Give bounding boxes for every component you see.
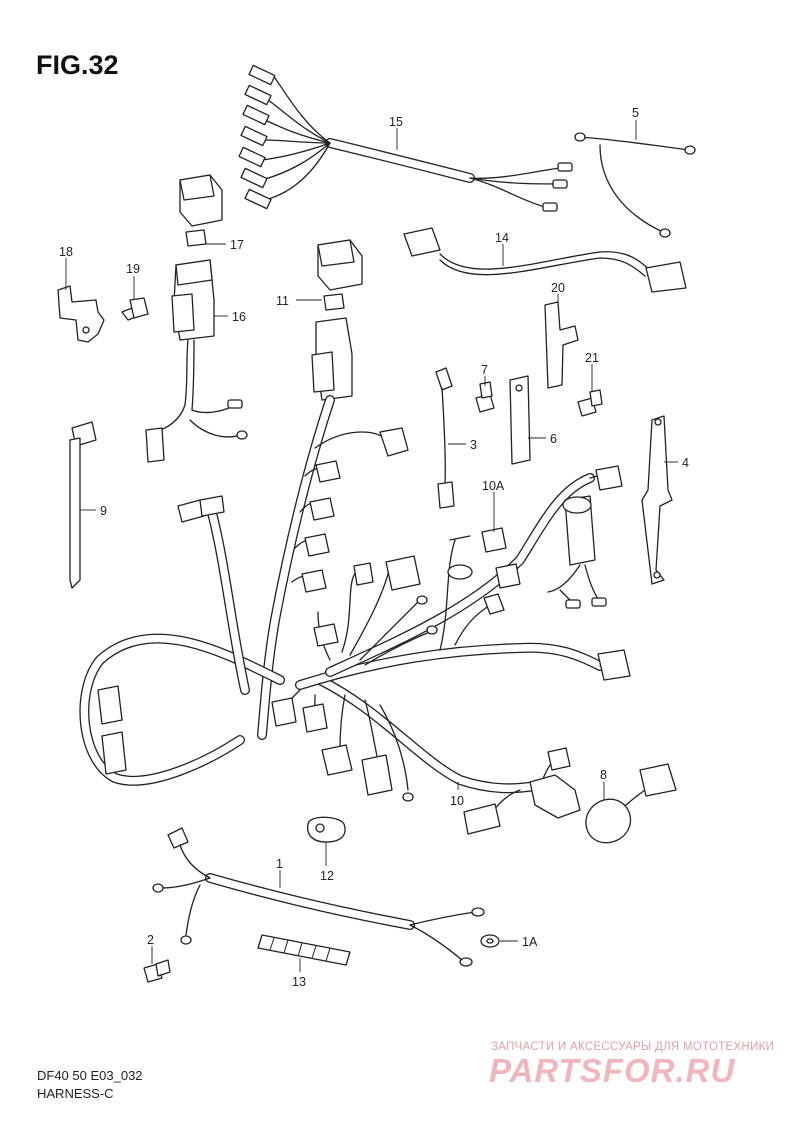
callout-14: 14 [495, 231, 509, 245]
part-5-ground-lead[interactable] [574, 132, 696, 238]
part-16-relay-socket[interactable] [145, 259, 248, 463]
callout-19: 19 [126, 262, 140, 276]
part-8-sensor[interactable] [585, 763, 677, 844]
callout-18: 18 [59, 245, 73, 259]
part-7-bolt[interactable] [475, 381, 495, 413]
callout-12: 12 [320, 869, 334, 883]
part-1a-washer[interactable] [480, 934, 500, 948]
callout-labels: 15 5 17 18 19 16 14 11 20 7 21 3 6 4 9 1… [59, 106, 689, 989]
callout-7: 7 [481, 363, 488, 377]
part-19-bolt[interactable] [121, 297, 149, 321]
callout-5: 5 [632, 106, 639, 120]
part-20-bracket[interactable] [544, 301, 579, 389]
part-3-wire[interactable] [435, 367, 455, 509]
callout-1a: 1A [522, 935, 538, 949]
callout-4: 4 [682, 456, 689, 470]
callout-21: 21 [585, 351, 599, 365]
callout-17: 17 [230, 238, 244, 252]
part-6-clamp[interactable] [509, 375, 531, 465]
part-12-grommet[interactable] [306, 816, 346, 843]
part-10-main-harness[interactable] [79, 317, 631, 835]
part-21-bolt[interactable] [577, 389, 603, 417]
callout-10a: 10A [482, 479, 505, 493]
figure-name: HARNESS-C [37, 1086, 114, 1101]
callout-11: 11 [276, 294, 289, 308]
callout-9: 9 [100, 504, 107, 518]
part-1-ground-harness[interactable] [152, 827, 485, 967]
part-11-relay[interactable] [317, 239, 363, 311]
part-4-clamp-strip[interactable] [641, 415, 673, 585]
callout-1: 1 [276, 857, 283, 871]
callout-6: 6 [550, 432, 557, 446]
part-14-extension-lead[interactable] [403, 227, 687, 293]
leader-lines [65, 120, 678, 972]
callout-13: 13 [292, 975, 306, 989]
figure-title: FIG.32 [36, 50, 119, 80]
figure-model-code: DF40 50 E03_032 [37, 1068, 143, 1083]
callout-8: 8 [600, 768, 607, 782]
callout-20: 20 [551, 281, 565, 295]
callout-10: 10 [450, 794, 464, 808]
callout-2: 2 [147, 933, 154, 947]
callout-3: 3 [470, 438, 477, 452]
callout-16: 16 [232, 310, 246, 324]
watermark-brand: PARTSFOR.RU [489, 1052, 736, 1089]
part-18-bracket[interactable] [57, 285, 105, 343]
part-2-bolt[interactable] [143, 959, 171, 983]
part-17-relay[interactable] [179, 174, 223, 247]
part-15-lead-harness[interactable] [238, 64, 573, 212]
callout-15: 15 [389, 115, 403, 129]
part-13-protector-tube[interactable] [257, 934, 351, 966]
watermark-tagline: ЗАПЧАСТИ И АКСЕССУАРЫ ДЛЯ МОТОТЕХНИКИ [491, 1041, 775, 1053]
part-9-cable-tie[interactable] [69, 421, 97, 589]
